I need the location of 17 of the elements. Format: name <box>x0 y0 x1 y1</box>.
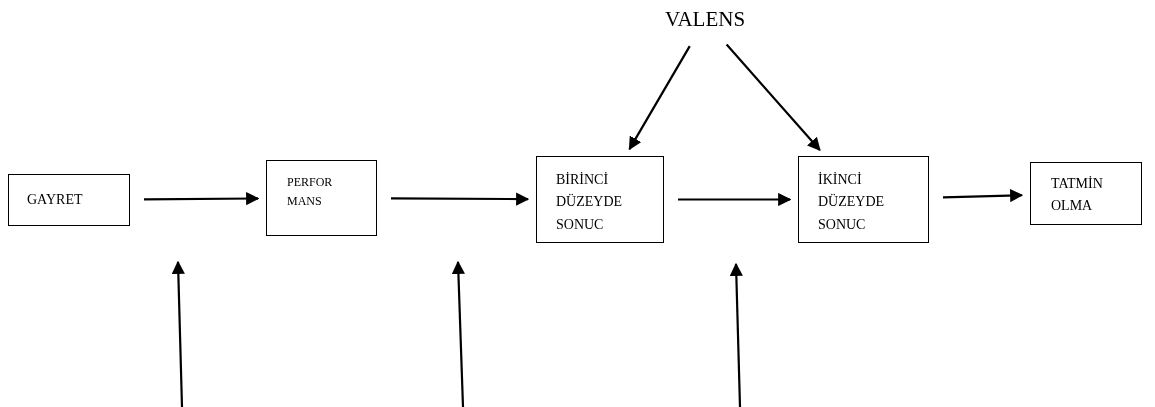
process-box <box>266 160 377 236</box>
arrow <box>678 192 792 207</box>
arrow <box>628 45 691 151</box>
box-text: PERFOR MANS <box>287 174 334 211</box>
process-box <box>1030 162 1142 225</box>
arrow <box>144 192 260 206</box>
arrow <box>725 43 821 151</box>
box-text: VALENS <box>664 8 746 32</box>
process-box <box>798 156 929 243</box>
arrow <box>942 188 1024 203</box>
box-text: BİRİNCİ DÜZEYDE SONUC <box>556 171 624 234</box>
box-text: TATMİN OLMA <box>1051 175 1104 216</box>
box-text: İKİNCİ DÜZEYDE SONUC <box>818 171 886 234</box>
process-box <box>536 156 664 243</box>
arrow <box>391 192 530 206</box>
box-text: GAYRET <box>27 191 83 209</box>
process-box <box>8 174 130 226</box>
